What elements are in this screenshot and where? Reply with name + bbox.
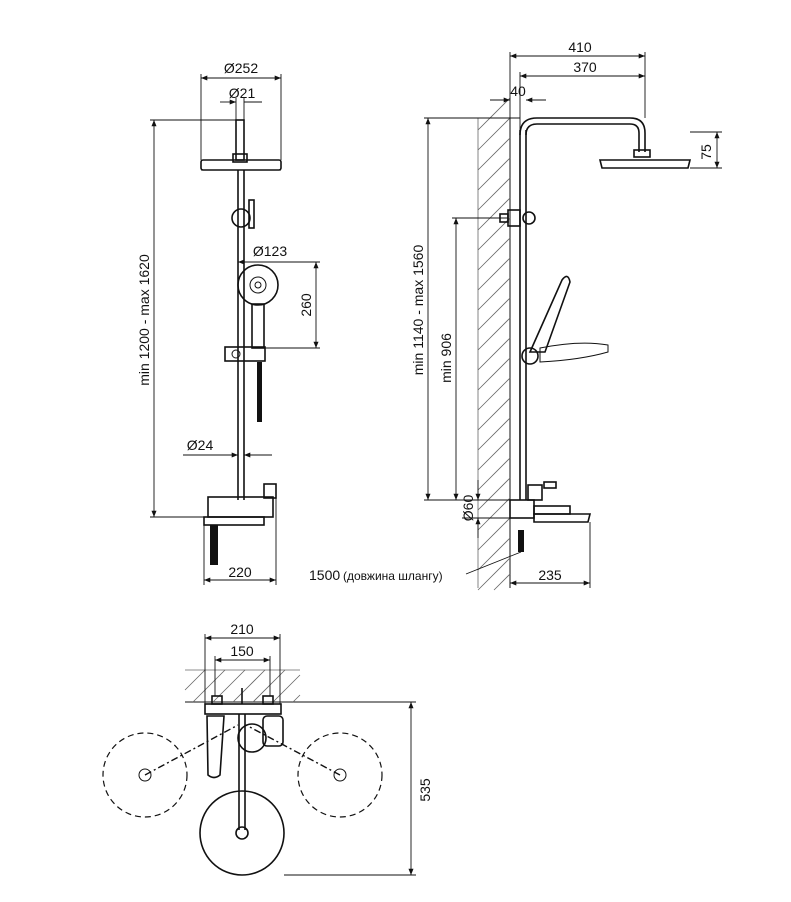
front-head-arm <box>235 119 245 161</box>
front-view: Ø252 Ø21 Ø123 260 min 1200 - max 1620 Ø2… <box>136 60 320 585</box>
dim-side-reach-total: 410 <box>568 39 592 55</box>
top-mixer <box>204 703 282 715</box>
front-mixer <box>207 496 274 518</box>
dim-arm-diameter: Ø21 <box>229 85 256 101</box>
dim-top-depth: 535 <box>417 778 433 802</box>
side-hand-shower <box>528 275 571 353</box>
front-slider <box>224 346 266 362</box>
top-swing-left <box>102 732 188 818</box>
dim-side-head-height: 75 <box>698 144 714 160</box>
dim-top-width-outer: 210 <box>230 621 254 637</box>
dim-pipe-diameter: Ø24 <box>187 437 214 453</box>
top-swing-right <box>297 732 383 818</box>
dim-side-base-diameter: Ø60 <box>460 495 476 522</box>
front-hose <box>257 362 262 422</box>
hose-length-note: (довжина шлангу) <box>343 569 443 583</box>
front-diverter <box>231 208 251 228</box>
dim-side-min-height: min 906 <box>438 333 454 383</box>
dim-front-height-range: min 1200 - max 1620 <box>136 254 152 386</box>
hose-length-value: 1500 <box>309 567 340 583</box>
top-shower-head <box>199 790 285 876</box>
dim-side-height-range: min 1140 - max 1560 <box>410 245 426 376</box>
dim-side-offset: 40 <box>510 83 526 99</box>
side-wall-hatch <box>477 97 511 591</box>
dim-hand-diameter: Ø123 <box>253 243 287 259</box>
dim-head-diameter: Ø252 <box>224 60 258 76</box>
dim-hand-length: 260 <box>298 293 314 317</box>
dim-top-width-inner: 150 <box>230 643 254 659</box>
dim-side-reach-arm: 370 <box>573 59 597 75</box>
top-view: 210 150 535 <box>102 621 433 876</box>
side-mixer <box>509 499 535 519</box>
front-hand-shower <box>237 264 279 306</box>
side-overhead-arm <box>519 117 646 152</box>
side-view: 410 370 40 75 min 1140 - max 1560 min 90… <box>309 39 722 591</box>
dim-front-width: 220 <box>228 564 252 580</box>
side-shower-head <box>633 149 651 158</box>
dim-side-spout: 235 <box>538 567 562 583</box>
